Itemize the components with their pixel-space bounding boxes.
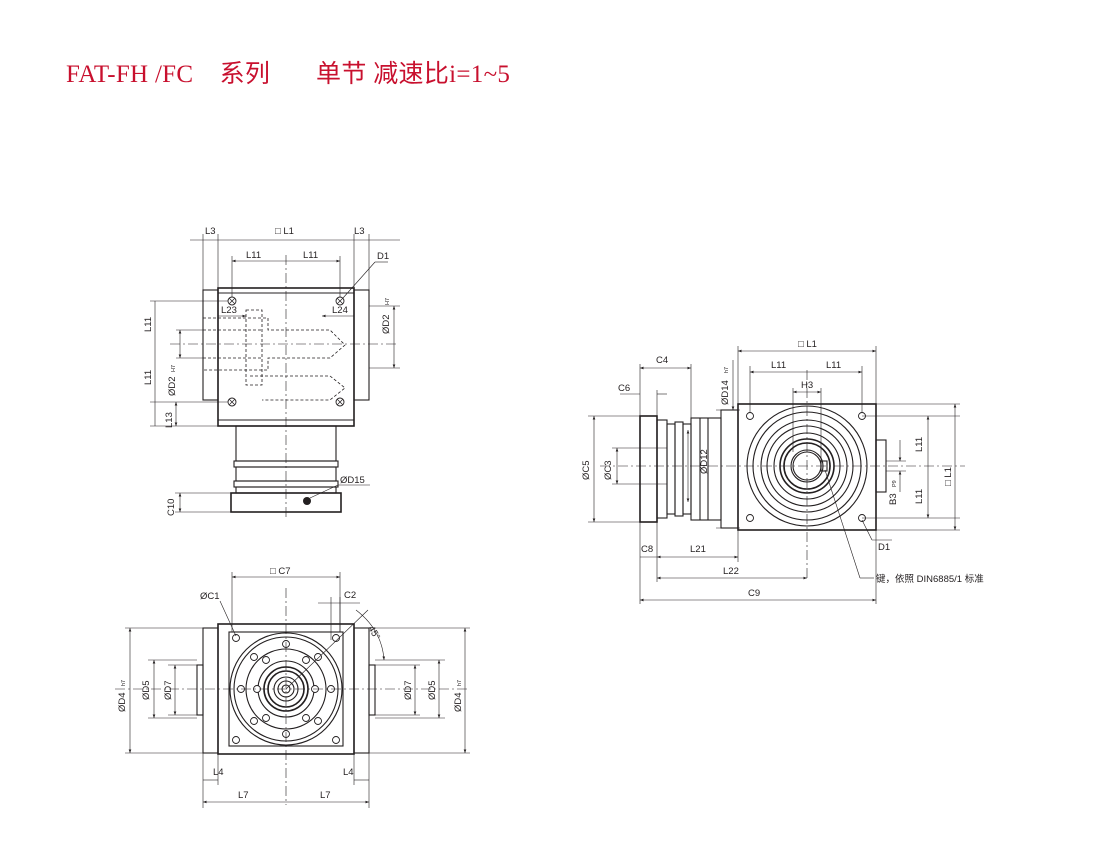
dim-c6: C6 xyxy=(618,383,630,394)
dim-top-l11-right-b: L11 xyxy=(914,489,925,504)
dim-d12: ØD12 xyxy=(699,449,710,474)
dim-c4: C4 xyxy=(656,355,668,366)
dim-c5: ØC5 xyxy=(581,460,592,480)
dim-d2-tol-right: H7 xyxy=(385,298,391,305)
dim-c7: □ C7 xyxy=(270,566,291,577)
dim-top-l11-a: L11 xyxy=(771,360,786,371)
dim-d2-left: ØD2 xyxy=(167,376,178,396)
dim-c9: C9 xyxy=(748,588,760,599)
dim-top-d1: D1 xyxy=(878,542,890,553)
dim-top-l1-right: □ L1 xyxy=(943,467,954,486)
title-ratio: 减速比i=1~5 xyxy=(373,61,511,88)
dim-c3: ØC3 xyxy=(603,460,614,480)
dim-b3: B3 xyxy=(888,493,899,505)
dim-d5-left: ØD5 xyxy=(141,680,152,700)
dim-l4-right: L4 xyxy=(343,767,354,778)
dim-d4-tol-left: h7 xyxy=(121,680,127,686)
title-series: FAT-FH /FC xyxy=(66,61,194,88)
dim-d14: ØD14 xyxy=(720,380,731,405)
dim-d7-left: ØD7 xyxy=(163,680,174,700)
dim-d4-tol-right: h7 xyxy=(457,680,463,686)
dim-l13: L13 xyxy=(164,412,175,428)
top-view: □ L1 L11 L11 H3 C4 C6 ØD14 h7 ØC5 xyxy=(581,339,984,604)
dim-d7-right: ØD7 xyxy=(403,680,414,700)
side-view: L3 □ L1 L3 L11 L11 D1 L23 L24 ØD2 H7 L11… xyxy=(143,226,400,520)
dim-d2-right: ØD2 xyxy=(381,314,392,334)
dim-b3-tol: P9 xyxy=(892,480,898,487)
dim-angle: 45° xyxy=(365,624,382,642)
dim-d4-left: ØD4 xyxy=(117,692,128,712)
dim-l3-left: L3 xyxy=(205,226,216,237)
dim-l24: L24 xyxy=(332,305,348,316)
dim-d4-right: ØD4 xyxy=(453,692,464,712)
title-stage: 单节 xyxy=(316,61,367,88)
dim-c8: C8 xyxy=(641,544,653,555)
dim-l21: L21 xyxy=(690,544,706,555)
dim-l11-left-a: L11 xyxy=(143,317,154,332)
key-note: 键，依照 DIN6885/1 标准 xyxy=(876,573,984,585)
dim-l7-left: L7 xyxy=(238,790,249,801)
dim-c1: ØC1 xyxy=(200,591,220,602)
dim-top-l11-b: L11 xyxy=(826,360,841,371)
dim-l23: L23 xyxy=(221,305,237,316)
page-title: FAT-FH /FC 系列 单节 减速比i=1~5 xyxy=(66,54,510,90)
dim-c2: C2 xyxy=(344,590,356,601)
dim-l11-left-b: L11 xyxy=(143,370,154,385)
front-view: □ C7 ØC1 C2 45° ØD4 h7 ØD5 ØD7 ØD7 xyxy=(115,566,470,808)
dim-l22: L22 xyxy=(723,566,739,577)
dim-l3-right: L3 xyxy=(354,226,365,237)
dim-l11-a: L11 xyxy=(246,250,261,261)
dim-l11-b: L11 xyxy=(303,250,318,261)
dim-top-l11-right-a: L11 xyxy=(914,437,925,452)
dim-l1: □ L1 xyxy=(275,226,294,237)
dim-l7-right: L7 xyxy=(320,790,331,801)
dim-h3: H3 xyxy=(801,380,813,391)
dim-d1: D1 xyxy=(377,251,389,262)
dim-d5-right: ØD5 xyxy=(427,680,438,700)
dim-d15: ØD15 xyxy=(340,475,365,486)
dim-c10: C10 xyxy=(166,499,177,516)
title-suffix: 系列 xyxy=(219,61,271,88)
dim-d2-tol-left: H7 xyxy=(171,365,177,372)
dim-l4-left: L4 xyxy=(213,767,224,778)
dim-top-l1: □ L1 xyxy=(798,339,817,350)
dim-d14-tol: h7 xyxy=(724,367,730,373)
